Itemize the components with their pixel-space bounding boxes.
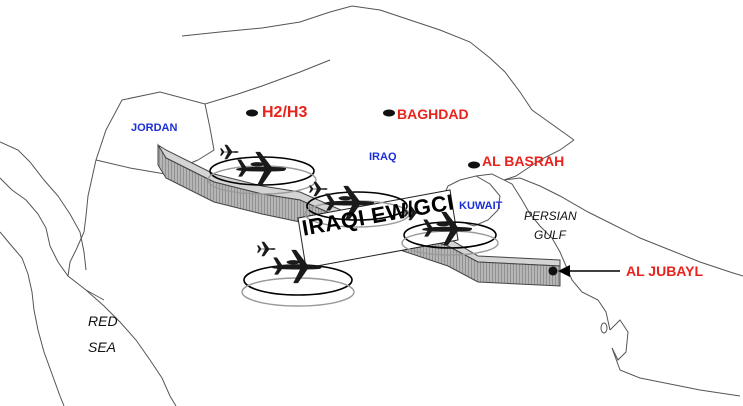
label-h2h3: H2/H3 [262,104,308,121]
city-marker-icon [246,109,258,117]
city-marker-icon [548,266,558,276]
label-red: RED [88,313,118,329]
borders [0,5,743,406]
city-markers [246,109,558,276]
city-marker-icon [383,109,395,117]
label-al-basrah: AL BASRAH [482,153,565,169]
label-gulf: GULF [534,228,567,242]
label-jordan: JORDAN [131,122,178,134]
arrow-left-icon [558,265,620,277]
label-iraq: IRAQ [369,151,397,163]
label-sea: SEA [88,339,117,355]
label-persian: PERSIAN [524,209,577,223]
fighter-icon [309,181,328,197]
label-al-jubayl: AL JUBAYL [626,263,704,279]
label-baghdad: BAGHDAD [397,106,469,122]
city-marker-icon [468,161,480,169]
fighter-icon [257,241,276,257]
fighter-icon [220,144,239,160]
label-kuwait: KUWAIT [459,200,503,212]
